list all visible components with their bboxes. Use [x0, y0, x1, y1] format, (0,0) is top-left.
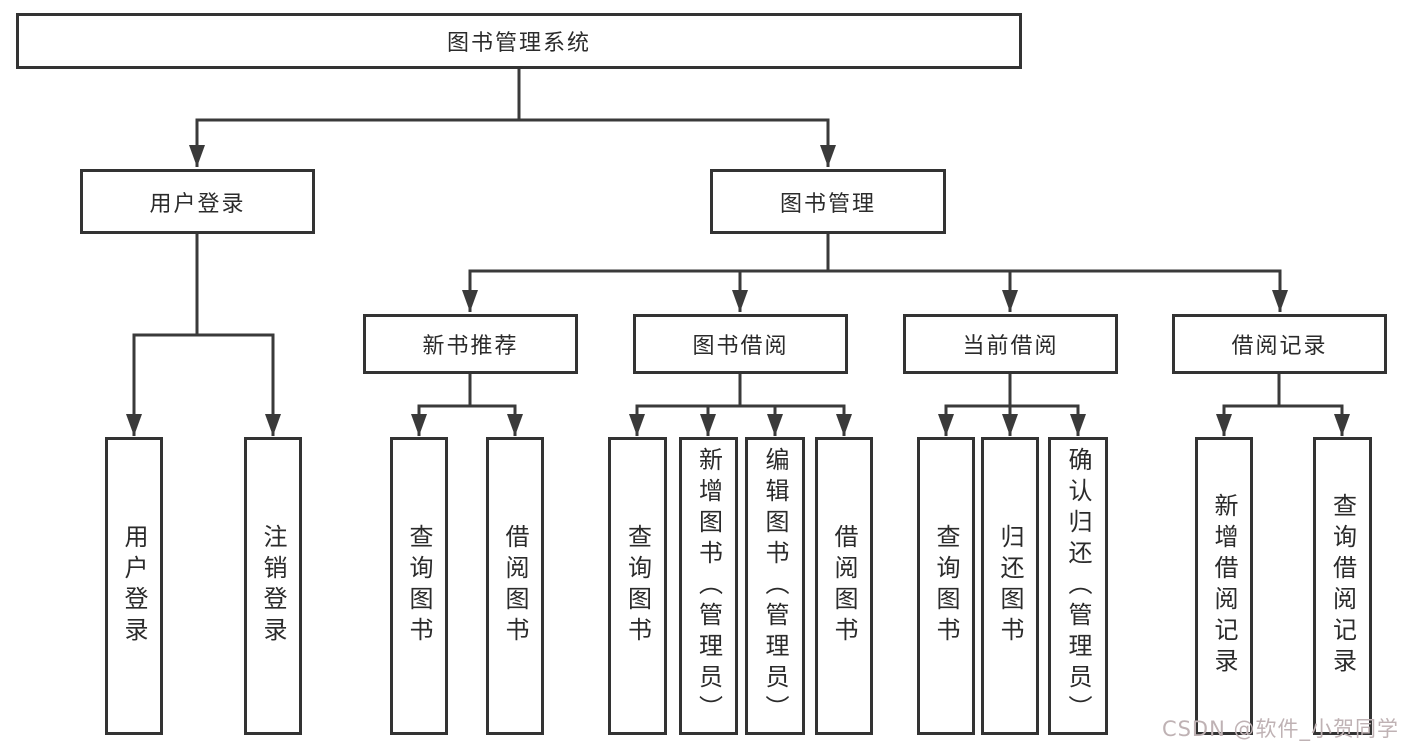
- connector-borrow-to-children: [629, 371, 852, 436]
- node-new-book-recommend: 新书推荐: [363, 314, 578, 374]
- node-book-management: 图书管理: [710, 169, 946, 234]
- node-leaf-user-login: 用户登录: [105, 437, 163, 735]
- node-current-borrow: 当前借阅: [903, 314, 1118, 374]
- node-leaf-add-book-admin: 新增图书（管理员）: [679, 437, 738, 735]
- node-leaf-confirm-return-admin: 确认归还（管理员）: [1048, 437, 1108, 735]
- connector-userlogin-to-children: [126, 232, 281, 436]
- connector-root-to-level2: [189, 67, 836, 167]
- node-book-borrow: 图书借阅: [633, 314, 848, 374]
- node-root-system: 图书管理系统: [16, 13, 1022, 69]
- csdn-watermark: CSDN @软件_小贺同学: [1161, 717, 1399, 741]
- connector-records-to-children: [1216, 371, 1350, 436]
- node-leaf-query-book-1: 查询图书: [390, 437, 448, 735]
- connector-bookmgmt-to-level3: [462, 232, 1288, 312]
- node-borrow-records: 借阅记录: [1172, 314, 1387, 374]
- node-leaf-borrow-book-1: 借阅图书: [486, 437, 544, 735]
- node-leaf-query-book-2: 查询图书: [608, 437, 667, 735]
- node-leaf-borrow-book-2: 借阅图书: [815, 437, 873, 735]
- node-leaf-edit-book-admin: 编辑图书（管理员）: [745, 437, 805, 735]
- node-leaf-query-book-3: 查询图书: [917, 437, 975, 735]
- node-leaf-return-book: 归还图书: [981, 437, 1039, 735]
- node-leaf-query-borrow-record: 查询借阅记录: [1313, 437, 1372, 735]
- connector-current-to-children: [938, 371, 1086, 436]
- node-leaf-add-borrow-record: 新增借阅记录: [1195, 437, 1253, 735]
- node-user-login: 用户登录: [80, 169, 315, 234]
- node-leaf-logout: 注销登录: [244, 437, 302, 735]
- connector-newbook-to-children: [411, 371, 523, 436]
